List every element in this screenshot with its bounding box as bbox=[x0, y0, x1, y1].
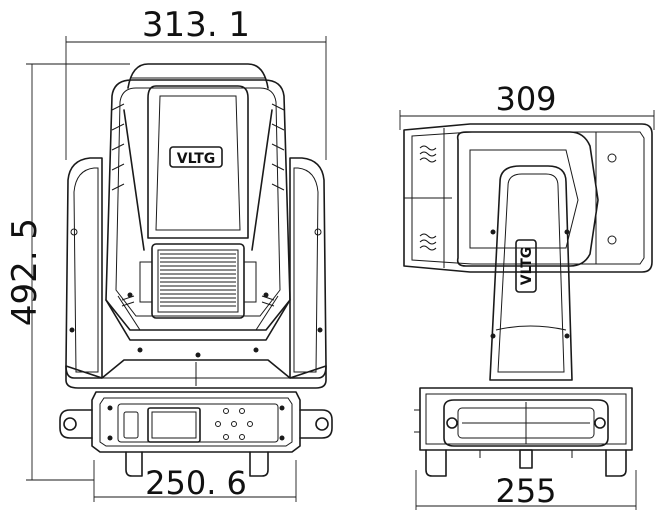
front-width-label: 313. 1 bbox=[142, 5, 250, 45]
front-width-dimension: 313. 1 bbox=[65, 5, 327, 160]
front-height-dimension: 492. 5 bbox=[5, 63, 130, 481]
side-width-label: 309 bbox=[495, 80, 556, 118]
front-head-shell bbox=[105, 79, 291, 331]
front-base-dimension: 250. 6 bbox=[93, 460, 297, 502]
side-width-dimension: 309 bbox=[399, 80, 655, 130]
side-head-body bbox=[403, 123, 653, 273]
side-yoke-arm bbox=[489, 165, 573, 381]
side-view: 309 255 bbox=[399, 80, 655, 510]
front-right-yoke-arm bbox=[289, 157, 327, 379]
front-head-screws bbox=[121, 292, 275, 358]
front-base bbox=[91, 391, 301, 453]
side-logo-text: VLTG bbox=[519, 247, 535, 285]
side-base-label: 255 bbox=[495, 472, 556, 510]
side-base bbox=[414, 387, 633, 451]
front-control-buttons bbox=[215, 408, 253, 440]
front-yoke-body bbox=[65, 359, 327, 389]
front-feet bbox=[125, 451, 269, 477]
front-logo-badge: VLTG bbox=[169, 146, 223, 168]
front-logo-text: VLTG bbox=[177, 151, 215, 167]
front-vent-grille bbox=[139, 243, 257, 319]
front-head-ribs bbox=[111, 103, 285, 251]
side-logo-badge: VLTG bbox=[515, 239, 537, 293]
front-left-yoke-arm bbox=[65, 157, 103, 379]
side-head-ribs bbox=[419, 145, 437, 251]
front-head-top-cap bbox=[127, 63, 269, 89]
side-base-handle-bar bbox=[443, 399, 609, 447]
front-right-handle bbox=[299, 409, 333, 439]
front-base-label: 250. 6 bbox=[145, 464, 247, 502]
side-base-dimension: 255 bbox=[415, 470, 637, 510]
front-display-screen bbox=[147, 407, 201, 443]
side-feet bbox=[425, 449, 627, 477]
front-height-label: 492. 5 bbox=[5, 218, 45, 326]
front-head-center-panel bbox=[147, 85, 249, 239]
front-view: 313. 1 492. 5 250. 6 bbox=[5, 5, 333, 502]
front-left-handle bbox=[59, 409, 93, 439]
